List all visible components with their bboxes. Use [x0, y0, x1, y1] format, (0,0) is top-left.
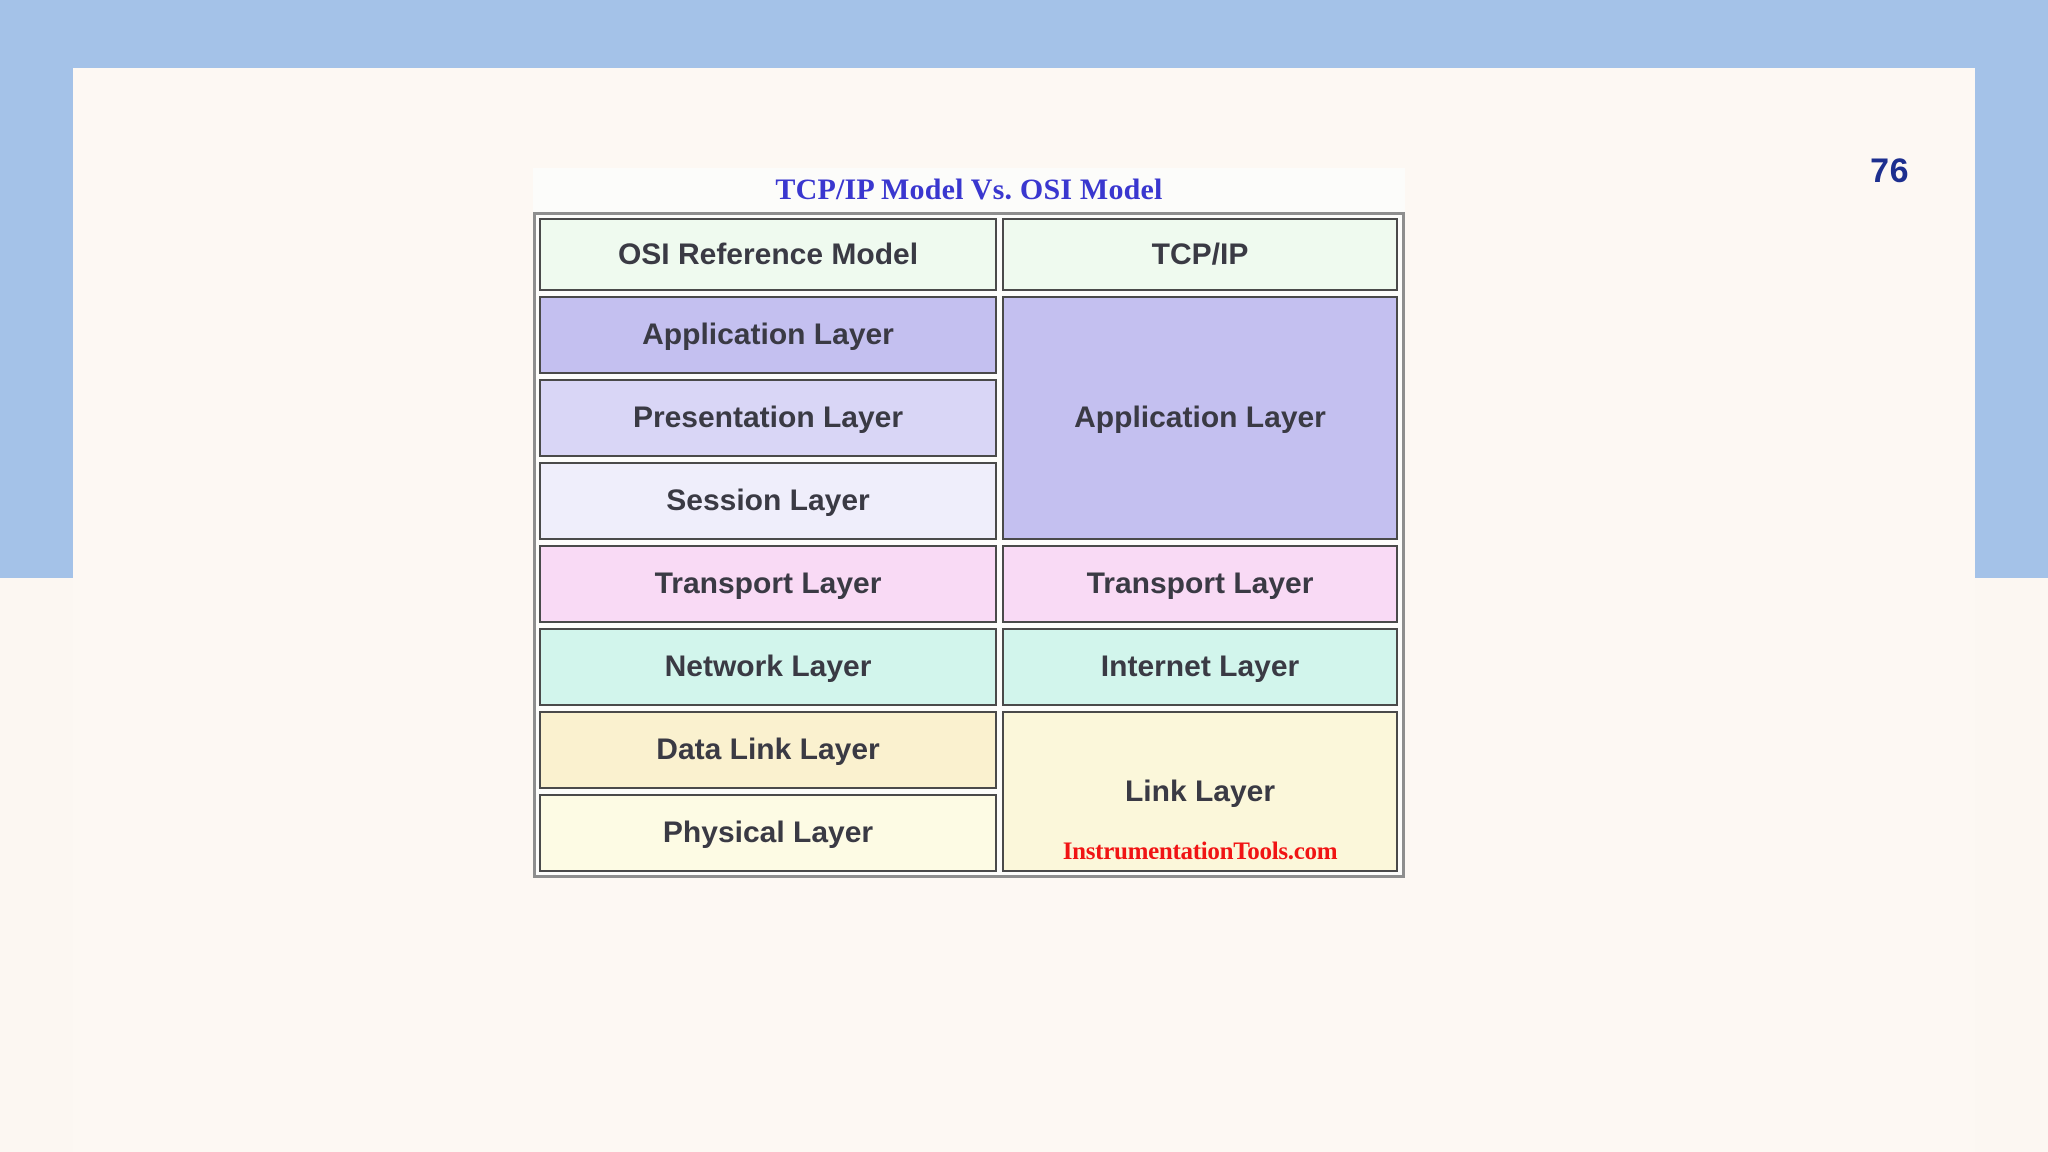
watermark-credit: InstrumentationTools.com [1062, 838, 1338, 865]
page-number: 76 [1870, 152, 1909, 190]
osi-layer-session: Session Layer [539, 462, 997, 540]
column-header-tcpip: TCP/IP [1002, 218, 1398, 291]
figure-title: TCP/IP Model Vs. OSI Model [533, 168, 1405, 212]
comparison-table: OSI Reference Model Application Layer Pr… [533, 212, 1405, 878]
osi-layer-application: Application Layer [539, 296, 997, 374]
osi-layer-network: Network Layer [539, 628, 997, 706]
column-osi: OSI Reference Model Application Layer Pr… [539, 218, 997, 872]
slide-decor-left-band [0, 0, 73, 578]
column-header-osi: OSI Reference Model [539, 218, 997, 291]
slide-decor-right-band [1975, 0, 2048, 578]
slide-decor-top-band [0, 0, 2048, 68]
table-grid: OSI Reference Model Application Layer Pr… [539, 218, 1399, 872]
tcpip-layer-link: Link Layer InstrumentationTools.com [1002, 711, 1398, 872]
column-tcpip: TCP/IP Application Layer Transport Layer… [1002, 218, 1398, 872]
tcpip-layer-link-label: Link Layer [1124, 774, 1276, 808]
tcpip-layer-internet: Internet Layer [1002, 628, 1398, 706]
osi-layer-transport: Transport Layer [539, 545, 997, 623]
tcpip-layer-transport: Transport Layer [1002, 545, 1398, 623]
osi-layer-physical: Physical Layer [539, 794, 997, 872]
osi-layer-presentation: Presentation Layer [539, 379, 997, 457]
comparison-figure: TCP/IP Model Vs. OSI Model OSI Reference… [533, 168, 1405, 878]
osi-layer-data-link: Data Link Layer [539, 711, 997, 789]
tcpip-layer-application: Application Layer [1002, 296, 1398, 540]
